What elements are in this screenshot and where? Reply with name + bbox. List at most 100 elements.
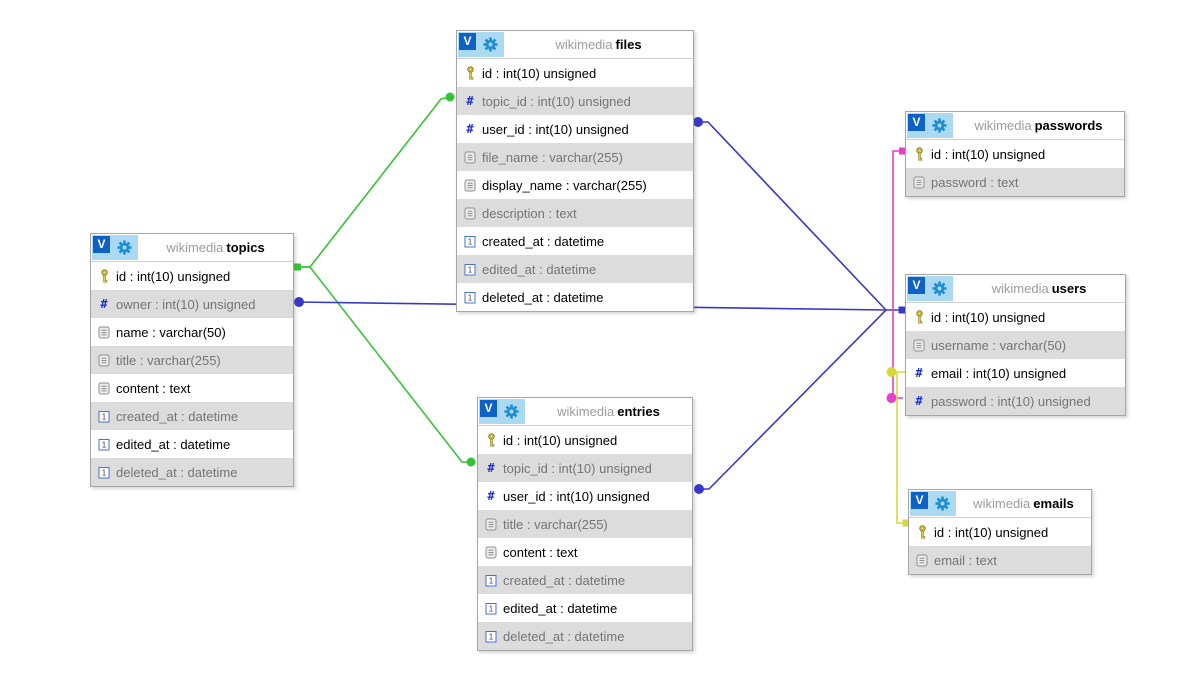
field-row-password[interactable]: password : text (906, 168, 1124, 196)
field-row-id[interactable]: id : int(10) unsigned (909, 518, 1091, 546)
relation-endpoint-square (902, 519, 910, 527)
field-label: user_id : int(10) unsigned (503, 488, 650, 504)
text-field-icon (463, 179, 477, 192)
relation-entries-users (694, 309, 887, 494)
field-row-file_name[interactable]: file_name : varchar(255) (457, 143, 693, 171)
field-row-content[interactable]: content : text (478, 538, 692, 566)
settings-gear-icon[interactable] (932, 118, 947, 133)
field-label: title : varchar(255) (503, 516, 608, 532)
field-row-email[interactable]: email : text (909, 546, 1091, 574)
view-icon[interactable]: V (911, 492, 928, 509)
field-row-title[interactable]: title : varchar(255) (478, 510, 692, 538)
text-field-icon (912, 176, 926, 189)
settings-gear-icon[interactable] (932, 281, 947, 296)
field-row-id[interactable]: id : int(10) unsigned (906, 140, 1124, 168)
settings-gear-icon[interactable] (483, 37, 498, 52)
field-label: topic_id : int(10) unsigned (503, 460, 652, 476)
field-row-display_name[interactable]: display_name : varchar(255) (457, 171, 693, 199)
field-row-description[interactable]: description : text (457, 199, 693, 227)
svg-text:1: 1 (102, 468, 107, 477)
settings-gear-icon[interactable] (935, 496, 950, 511)
field-row-owner[interactable]: #owner : int(10) unsigned (91, 290, 293, 318)
field-row-password[interactable]: #password : int(10) unsigned (906, 387, 1125, 415)
field-label: id : int(10) unsigned (934, 524, 1049, 540)
foreign-key-icon: # (466, 122, 474, 136)
relation-line[interactable] (896, 371, 907, 524)
view-icon[interactable]: V (908, 277, 925, 294)
relation-endpoint-dot (886, 393, 897, 403)
svg-text:1: 1 (102, 412, 107, 421)
field-row-id[interactable]: id : int(10) unsigned (457, 59, 693, 87)
settings-gear-icon[interactable] (117, 240, 132, 255)
datetime-icon: 1 (484, 602, 498, 615)
view-icon[interactable]: V (93, 236, 110, 253)
field-label: username : varchar(50) (931, 337, 1067, 353)
field-row-email[interactable]: #email : int(10) unsigned (906, 359, 1125, 387)
relation-endpoint-square (899, 147, 906, 155)
view-icon[interactable]: V (480, 400, 497, 417)
field-row-content[interactable]: content : text (91, 374, 293, 402)
field-label: email : int(10) unsigned (931, 365, 1067, 381)
field-label: created_at : datetime (482, 233, 605, 249)
relation-endpoint-dot (694, 484, 704, 494)
table-name: entries (617, 404, 660, 419)
table-name: topics (226, 240, 265, 255)
field-row-topic_id[interactable]: #topic_id : int(10) unsigned (457, 87, 693, 115)
field-row-name[interactable]: name : varchar(50) (91, 318, 293, 346)
settings-gear-icon[interactable] (504, 404, 519, 419)
field-row-user_id[interactable]: #user_id : int(10) unsigned (478, 482, 692, 510)
relation-endpoint-dot (886, 367, 897, 377)
field-label: deleted_at : datetime (503, 628, 625, 644)
relation-topics-files (294, 92, 455, 271)
field-row-username[interactable]: username : varchar(50) (906, 331, 1125, 359)
relation-files-users (693, 117, 887, 311)
field-row-title[interactable]: title : varchar(255) (91, 346, 293, 374)
table-header-icons: V (907, 113, 953, 138)
relation-line[interactable] (892, 150, 905, 399)
field-row-id[interactable]: id : int(10) unsigned (906, 303, 1125, 331)
schema-name: wikimedia (973, 496, 1031, 511)
relation-line[interactable] (697, 121, 887, 311)
relation-endpoint-dot (466, 457, 476, 467)
table-header-icons: V (910, 491, 956, 516)
field-label: file_name : varchar(255) (482, 149, 623, 165)
field-row-id[interactable]: id : int(10) unsigned (91, 262, 293, 290)
svg-text:1: 1 (468, 265, 473, 274)
relation-line[interactable] (297, 266, 471, 463)
relation-line[interactable] (297, 96, 451, 268)
relation-line[interactable] (698, 309, 887, 490)
field-row-topic_id[interactable]: #topic_id : int(10) unsigned (478, 454, 692, 482)
view-icon[interactable]: V (908, 114, 925, 131)
field-row-user_id[interactable]: #user_id : int(10) unsigned (457, 115, 693, 143)
view-icon[interactable]: V (459, 33, 476, 50)
field-row-id[interactable]: id : int(10) unsigned (478, 426, 692, 454)
field-label: id : int(10) unsigned (116, 268, 231, 284)
field-label: deleted_at : datetime (482, 289, 604, 305)
field-label: created_at : datetime (503, 572, 626, 588)
schema-name: wikimedia (555, 37, 613, 52)
relation-topics-entries (297, 266, 476, 467)
